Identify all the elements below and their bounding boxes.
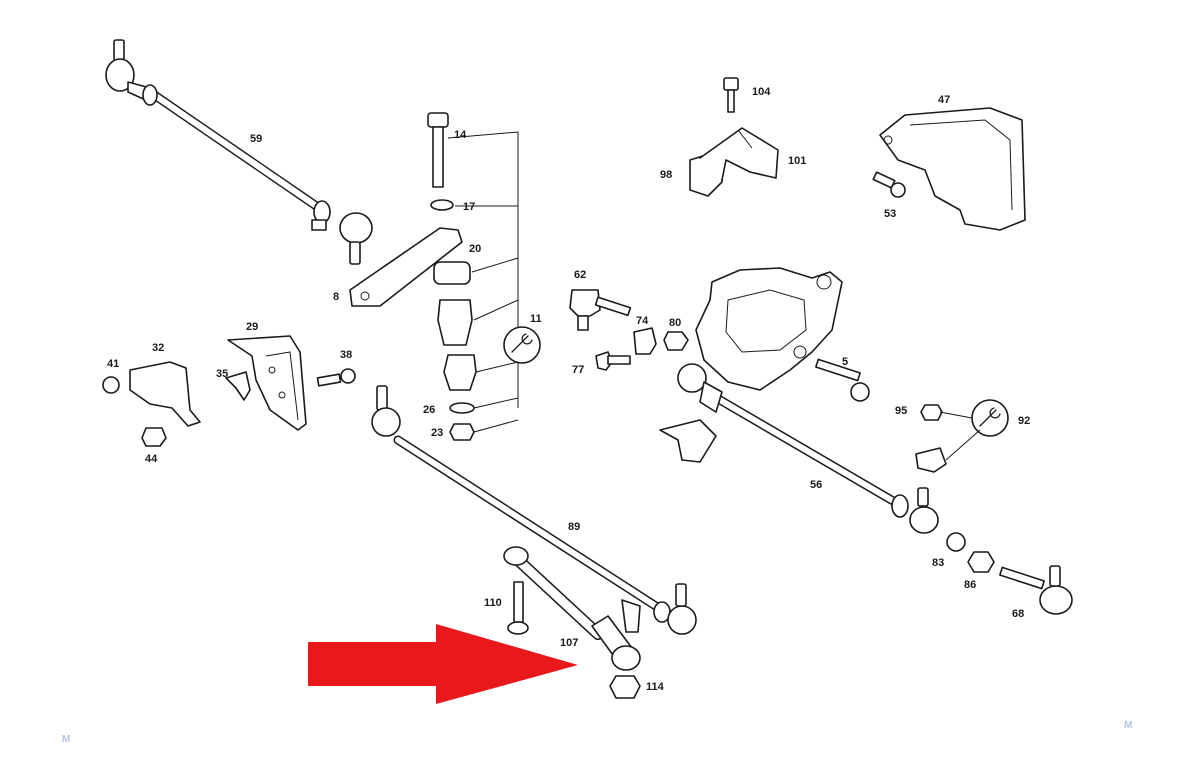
callout-44: 44 — [145, 453, 158, 465]
watermark-left: M — [62, 734, 70, 745]
callout-5: 5 — [842, 356, 848, 368]
callout-8: 8 — [333, 291, 339, 303]
callout-114: 114 — [646, 681, 665, 693]
bracket-32 — [102, 361, 356, 447]
callout-77: 77 — [572, 364, 584, 376]
callout-47: 47 — [938, 94, 950, 106]
callout-11: 11 — [530, 313, 542, 325]
callout-83: 83 — [932, 557, 944, 569]
bracket-29 — [227, 335, 307, 431]
callout-29: 29 — [246, 321, 258, 333]
callout-62: 62 — [574, 269, 586, 281]
callout-59: 59 — [250, 133, 262, 145]
ball-joint-62 — [569, 289, 689, 371]
callout-80: 80 — [669, 317, 681, 329]
callout-92: 92 — [1018, 415, 1030, 427]
callout-23: 23 — [431, 427, 443, 439]
callout-38: 38 — [340, 349, 352, 361]
callout-110: 110 — [484, 597, 502, 609]
callout-35: 35 — [216, 368, 228, 380]
callout-32: 32 — [152, 342, 164, 354]
callout-14: 14 — [454, 129, 467, 141]
steering-gearbox — [695, 267, 870, 402]
callout-101: 101 — [788, 155, 806, 167]
tie-rod-56 — [659, 363, 1073, 615]
steering-damper-107 — [503, 546, 641, 699]
callout-89: 89 — [568, 521, 580, 533]
callout-17: 17 — [463, 201, 475, 213]
tie-rod-59 — [105, 39, 373, 265]
drag-link-89 — [371, 385, 697, 635]
callout-86: 86 — [964, 579, 976, 591]
callout-53: 53 — [884, 208, 896, 220]
callout-68: 68 — [1012, 608, 1024, 620]
highlight-arrow — [308, 624, 578, 704]
callout-56: 56 — [810, 479, 822, 491]
callout-95: 95 — [895, 405, 907, 417]
callout-107: 107 — [560, 637, 578, 649]
cover-47 — [872, 107, 1026, 231]
idler-arm-assembly — [349, 112, 541, 441]
callout-26: 26 — [423, 404, 435, 416]
callout-41: 41 — [107, 358, 119, 370]
callout-98: 98 — [660, 169, 672, 181]
watermark-right: M — [1124, 720, 1132, 731]
bracket-98-101 — [689, 77, 779, 197]
callout-104: 104 — [752, 86, 771, 98]
callout-20: 20 — [469, 243, 481, 255]
callout-74: 74 — [636, 315, 649, 327]
